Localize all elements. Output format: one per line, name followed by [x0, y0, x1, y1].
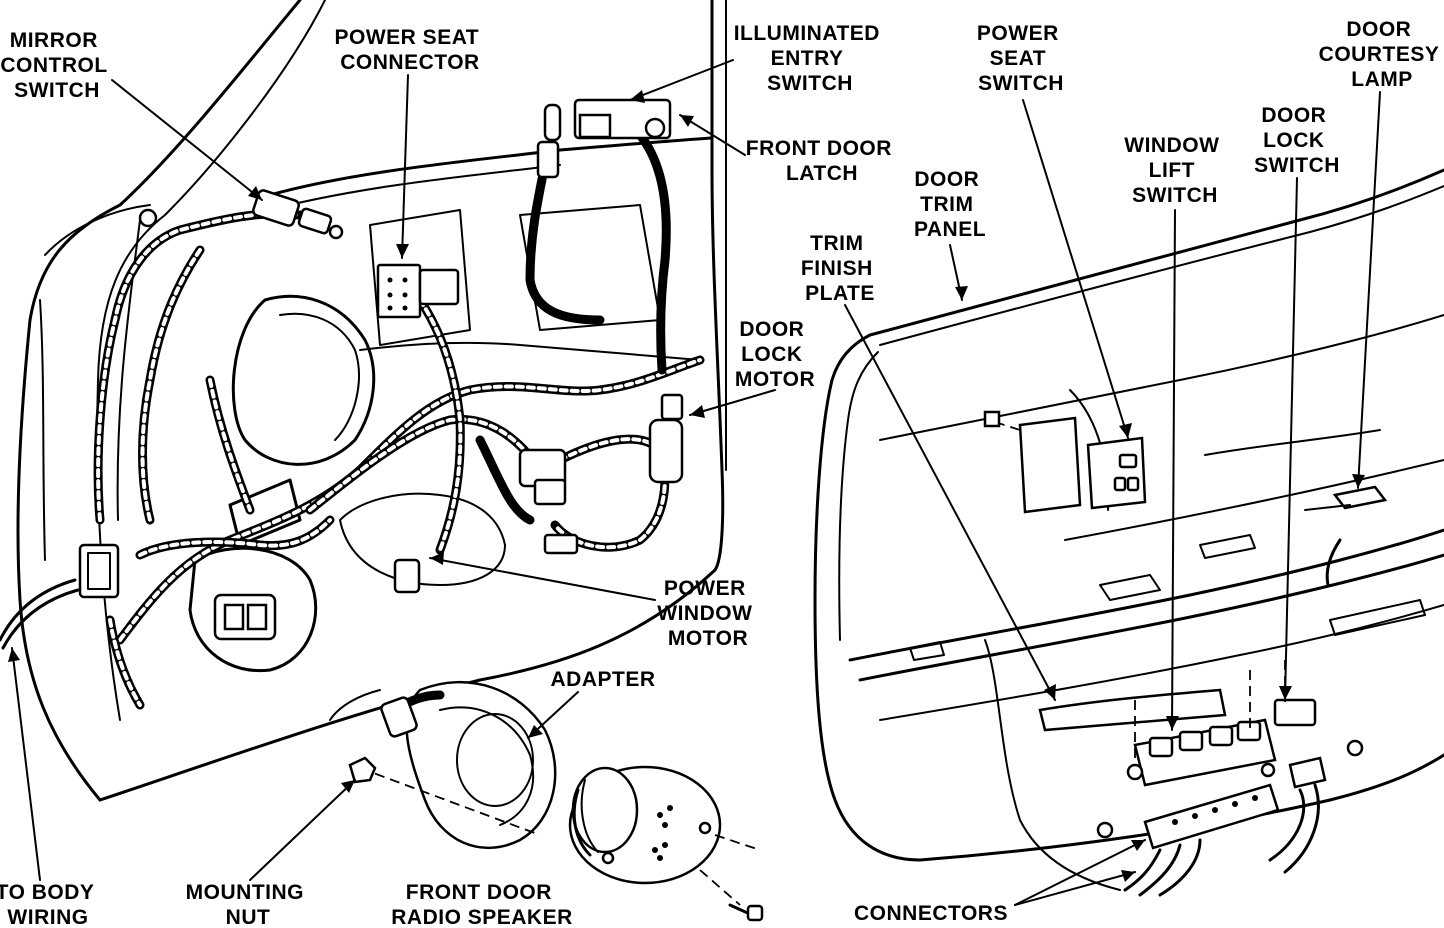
door-lock-motor-part: [648, 393, 684, 484]
wiring-harness: [0, 130, 705, 710]
label-door-lock-switch: DOOR LOCK SWITCH: [1254, 104, 1340, 177]
label-front-door-latch: FRONT DOOR LATCH: [746, 137, 899, 185]
label-power-seat-switch: POWER SEAT SWITCH: [977, 22, 1065, 95]
lower-connector-part: [213, 593, 277, 641]
label-connectors: CONNECTORS: [854, 902, 1008, 925]
label-door-lock-motor: DOOR LOCK MOTOR: [735, 318, 815, 391]
speaker-screw: [728, 903, 764, 922]
label-power-window-motor: POWER WINDOW MOTOR: [657, 577, 759, 650]
door-trim-panel-part: [813, 168, 1444, 897]
label-trim-finish-plate: TRIM FINISH PLATE: [801, 232, 879, 305]
label-mounting-nut: MOUNTING NUT: [186, 881, 311, 928]
inner-panel-components: [213, 98, 684, 641]
labels: MIRROR CONTROL SWITCH POWER SEAT CONNECT…: [0, 18, 1444, 928]
power-seat-connector-part: [376, 263, 460, 319]
leader-lines: [8, 59, 1381, 906]
label-front-door-radio-speaker: FRONT DOOR RADIO SPEAKER: [391, 881, 573, 928]
power-seat-switch-part: [983, 410, 1147, 514]
label-adapter: ADAPTER: [550, 668, 655, 691]
label-door-trim-panel: DOOR TRIM PANEL: [914, 168, 986, 241]
label-window-lift-switch: WINDOW LIFT SWITCH: [1124, 134, 1226, 207]
switch-bezel-part: [1126, 660, 1364, 787]
speaker-assembly: [348, 681, 764, 922]
mirror-control-switch-part: [252, 189, 344, 240]
label-mirror-control-switch: MIRROR CONTROL SWITCH: [0, 29, 113, 102]
label-illuminated-entry-switch: ILLUMINATED ENTRY SWITCH: [734, 22, 887, 95]
power-window-motor-part: [393, 448, 579, 594]
label-door-courtesy-lamp: DOOR COURTESY LAMP: [1319, 18, 1444, 91]
connectors-part: [1096, 756, 1327, 897]
label-power-seat-connector: POWER SEAT CONNECTOR: [335, 26, 486, 74]
label-to-body-wiring: TO BODY WIRING: [0, 881, 100, 928]
front-door-latch-part: [536, 98, 672, 179]
